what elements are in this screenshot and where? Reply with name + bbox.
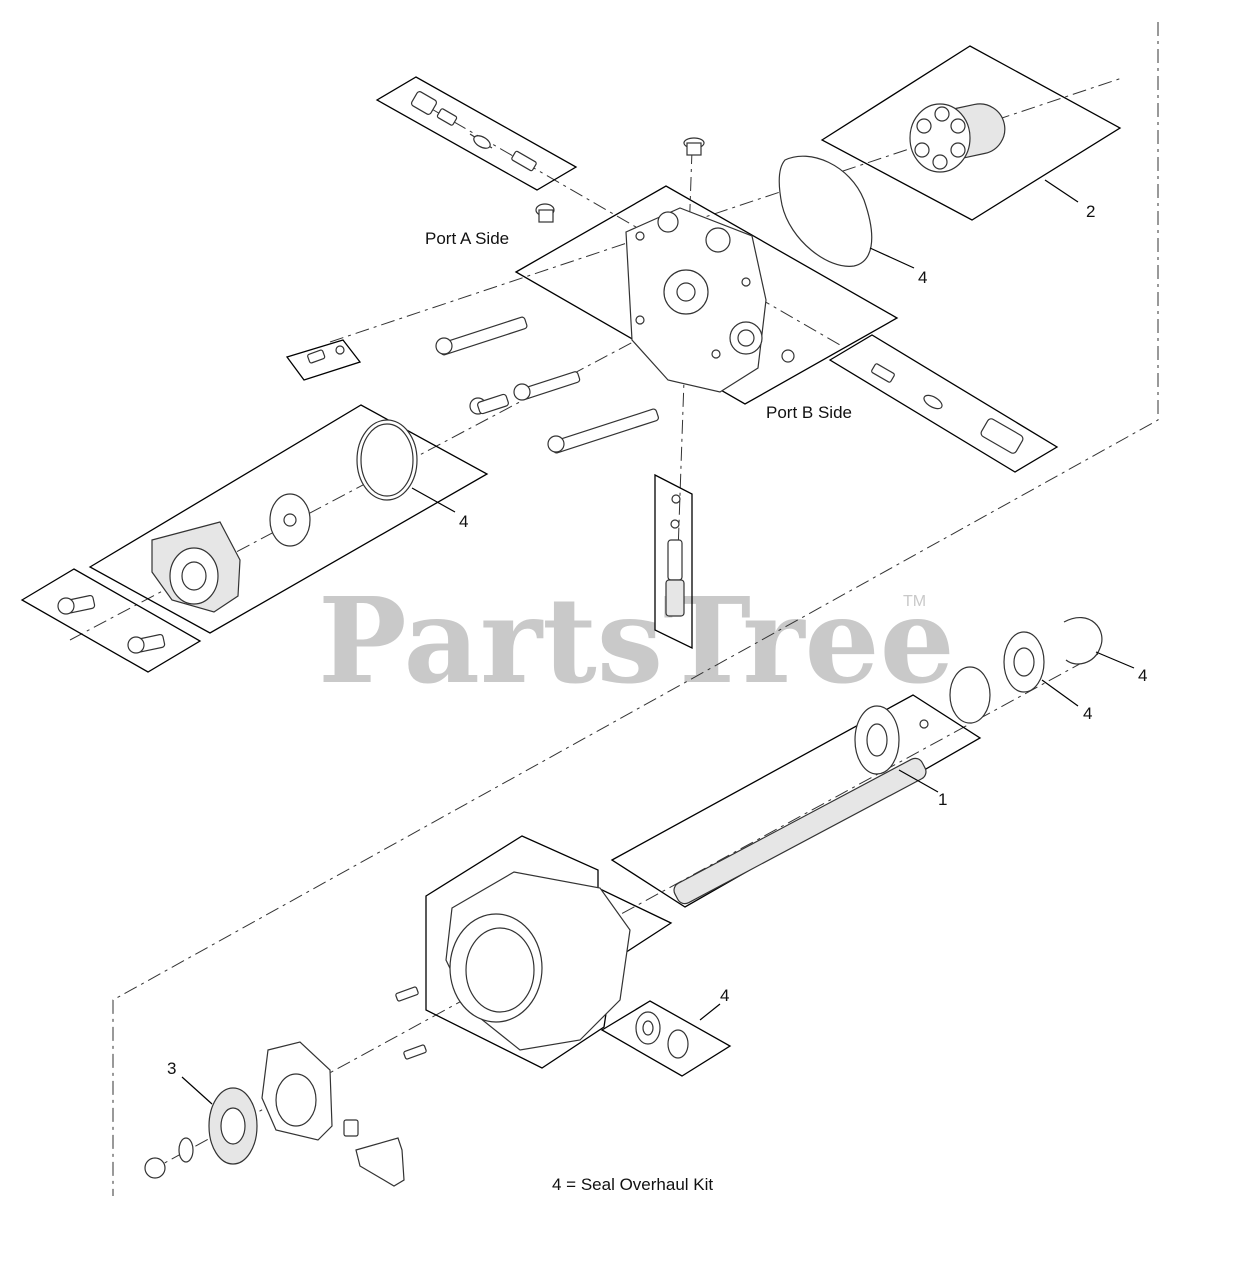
bolts-left-panel [20,568,202,673]
check-valve-small-panel [285,339,362,381]
callout-1: 1 [938,790,947,809]
bolts-center [435,316,795,454]
o-ring-upper [778,155,873,267]
axis-bottom [147,653,1099,1173]
leader-1 [898,769,939,793]
callout-4-oring-left: 4 [459,512,468,531]
assembly-boundary [112,22,1159,1196]
axis-vertical [675,149,693,611]
leader-4-oring-left [411,487,456,513]
charge-pump-panel [88,404,489,634]
callout-4-snapring: 4 [1138,666,1147,685]
callout-3: 3 [167,1059,176,1078]
shaft-vertical-panel [654,473,693,650]
leader-3 [181,1076,213,1105]
leader-4-seal [1041,679,1079,707]
leader-4-bottom [699,1003,721,1021]
callout-4-oring-upper: 4 [918,268,927,287]
input-shaft-panel [610,694,982,908]
callout-4-bottom: 4 [720,986,729,1005]
callout-2: 2 [1086,202,1095,221]
label-port-b-side: Port B Side [766,403,852,422]
relief-valve-port-a-panel [375,76,578,191]
leader-2 [1044,179,1079,203]
watermark-trademark: TM [903,593,926,610]
watermark-text: PartsTree [318,571,955,710]
relief-valve-port-b-panel [828,334,1059,473]
legend-seal-overhaul: 4 = Seal Overhaul Kit [552,1175,713,1194]
seal-small-panel [600,1000,732,1077]
center-section-panel [514,185,899,405]
label-port-a-side: Port A Side [425,229,509,248]
axis-port-a [429,107,841,346]
cylinder-block-panel [820,45,1122,221]
end-cap-assembly [144,1041,405,1187]
plug-top [683,137,705,156]
leader-4-oring-upper [869,247,915,269]
callout-4-seal: 4 [1083,704,1092,723]
leader-4-snapring [1095,651,1135,669]
main-housing-panel [395,835,673,1069]
seal-parts-right [949,616,1103,724]
